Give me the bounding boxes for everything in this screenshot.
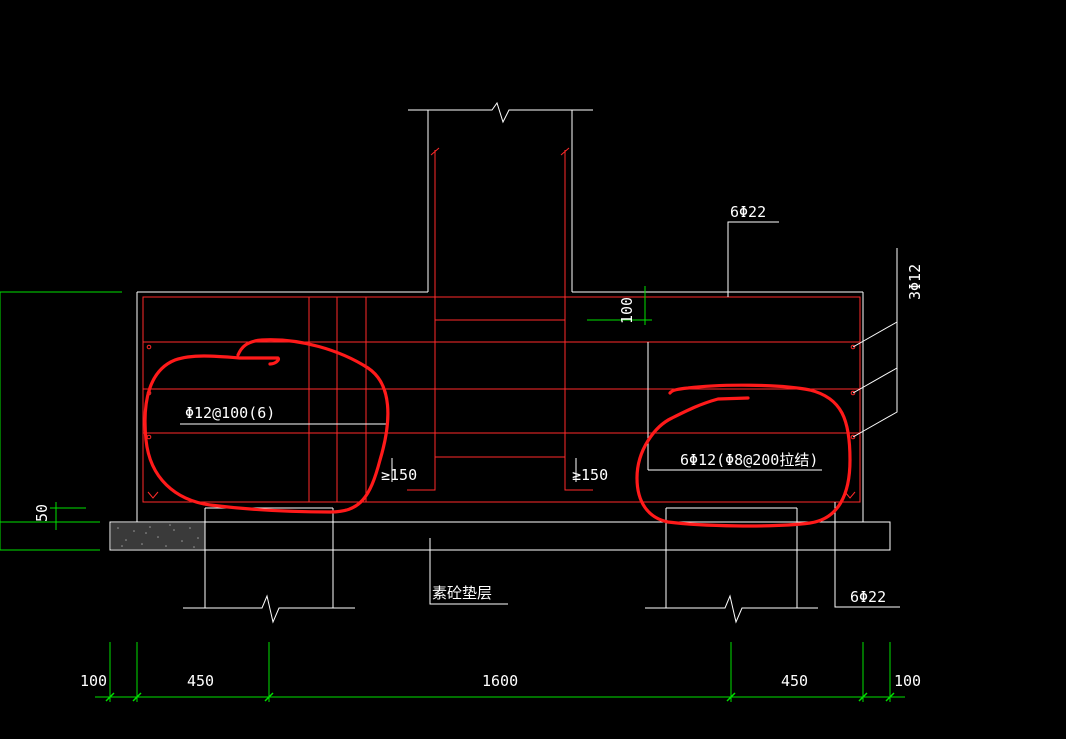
dim-label: 100	[894, 672, 921, 690]
markup-circle-right	[635, 383, 852, 528]
cushion-label: 素砼垫层	[432, 584, 492, 602]
dim-label: 450	[187, 672, 214, 690]
pile-right	[645, 507, 818, 624]
bottom-rebar-label: 6Φ22	[850, 588, 886, 606]
dim-label: 100	[80, 672, 107, 690]
pile-left	[183, 507, 355, 624]
dim-label: 450	[781, 672, 808, 690]
top-rebar-label: 6Φ22	[730, 203, 766, 221]
side-rebar-label: 3Φ12	[906, 264, 924, 300]
annotation-labels: 6Φ22 3Φ12 100 Φ12@100(6) 6Φ12(Φ8@200拉结) …	[33, 203, 924, 606]
markup-annotations	[143, 338, 852, 528]
top-cover-label: 100	[618, 297, 636, 324]
rebar-cage	[142, 147, 861, 503]
cushion-layer	[109, 521, 891, 551]
leader-lines	[180, 221, 900, 608]
markup-circle-left	[143, 338, 390, 514]
waist-rebar-label: 6Φ12(Φ8@200拉结)	[680, 451, 818, 469]
dim-label: 1600	[482, 672, 518, 690]
dimension-lines	[0, 286, 905, 702]
beam-outline	[136, 291, 864, 522]
anchor-right-label: ≥150	[572, 466, 608, 484]
stirrup-label: Φ12@100(6)	[185, 404, 275, 422]
cushion-height-label: 50	[33, 504, 51, 522]
anchor-left-label: ≥150	[381, 466, 417, 484]
bottom-dimension-labels: 100 450 1600 450 100	[80, 672, 921, 690]
column-outline	[408, 101, 593, 292]
